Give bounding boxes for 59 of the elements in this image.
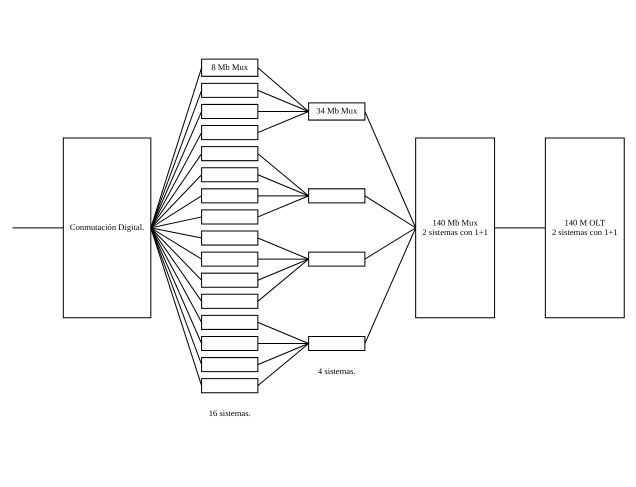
connector (364, 111, 416, 228)
connector (258, 322, 309, 344)
node-box (201, 357, 258, 372)
connector (494, 227, 546, 228)
node-box (201, 252, 258, 267)
connector (364, 228, 416, 344)
connector (150, 174, 202, 228)
connector (258, 343, 309, 366)
connector (258, 153, 309, 196)
connector (150, 227, 202, 260)
node-box: 34 Mb Mux (308, 102, 366, 121)
node-box (201, 104, 258, 119)
connector (258, 258, 309, 260)
node-box (201, 378, 258, 394)
node-box (308, 188, 366, 204)
node-box (201, 125, 258, 140)
connector (150, 153, 202, 228)
connector (150, 227, 202, 239)
label: 16 sistemas. (208, 408, 251, 418)
connector (258, 90, 309, 112)
connector (150, 228, 202, 344)
node-box: Conmutación Digital. (62, 138, 152, 318)
node-box (308, 336, 366, 352)
connector (150, 228, 202, 302)
connector (258, 195, 309, 218)
connector (364, 195, 416, 228)
node-box (201, 294, 258, 309)
node-box (201, 82, 258, 98)
connector (258, 110, 309, 112)
connector (150, 132, 202, 228)
node-box (201, 209, 258, 224)
node-box: 140 Mb Mux 2 sistemas con 1+1 (415, 138, 496, 318)
connector (150, 216, 202, 228)
connector (150, 111, 202, 228)
connector (150, 228, 202, 281)
node-box (308, 252, 366, 267)
connector (150, 228, 202, 323)
connector (364, 227, 416, 260)
label: 4 sistemas. (318, 366, 356, 376)
node-box (201, 230, 258, 246)
connector (258, 174, 309, 196)
node-box (201, 167, 258, 182)
connector (12, 227, 64, 228)
node-box (201, 188, 258, 204)
connector (150, 195, 202, 228)
node-box (201, 272, 258, 288)
connector (258, 195, 309, 196)
node-box: 140 M OLT 2 sistemas con 1+1 (544, 138, 625, 318)
connector (258, 258, 309, 302)
connector (258, 238, 309, 260)
node-box (201, 314, 258, 330)
connector (258, 343, 309, 344)
connector (258, 111, 309, 134)
connector (258, 67, 309, 112)
connector (258, 258, 309, 281)
node-box (201, 336, 258, 352)
connector (258, 343, 309, 386)
node-box (201, 146, 258, 162)
node-box: 8 Mb Mux (201, 58, 258, 77)
